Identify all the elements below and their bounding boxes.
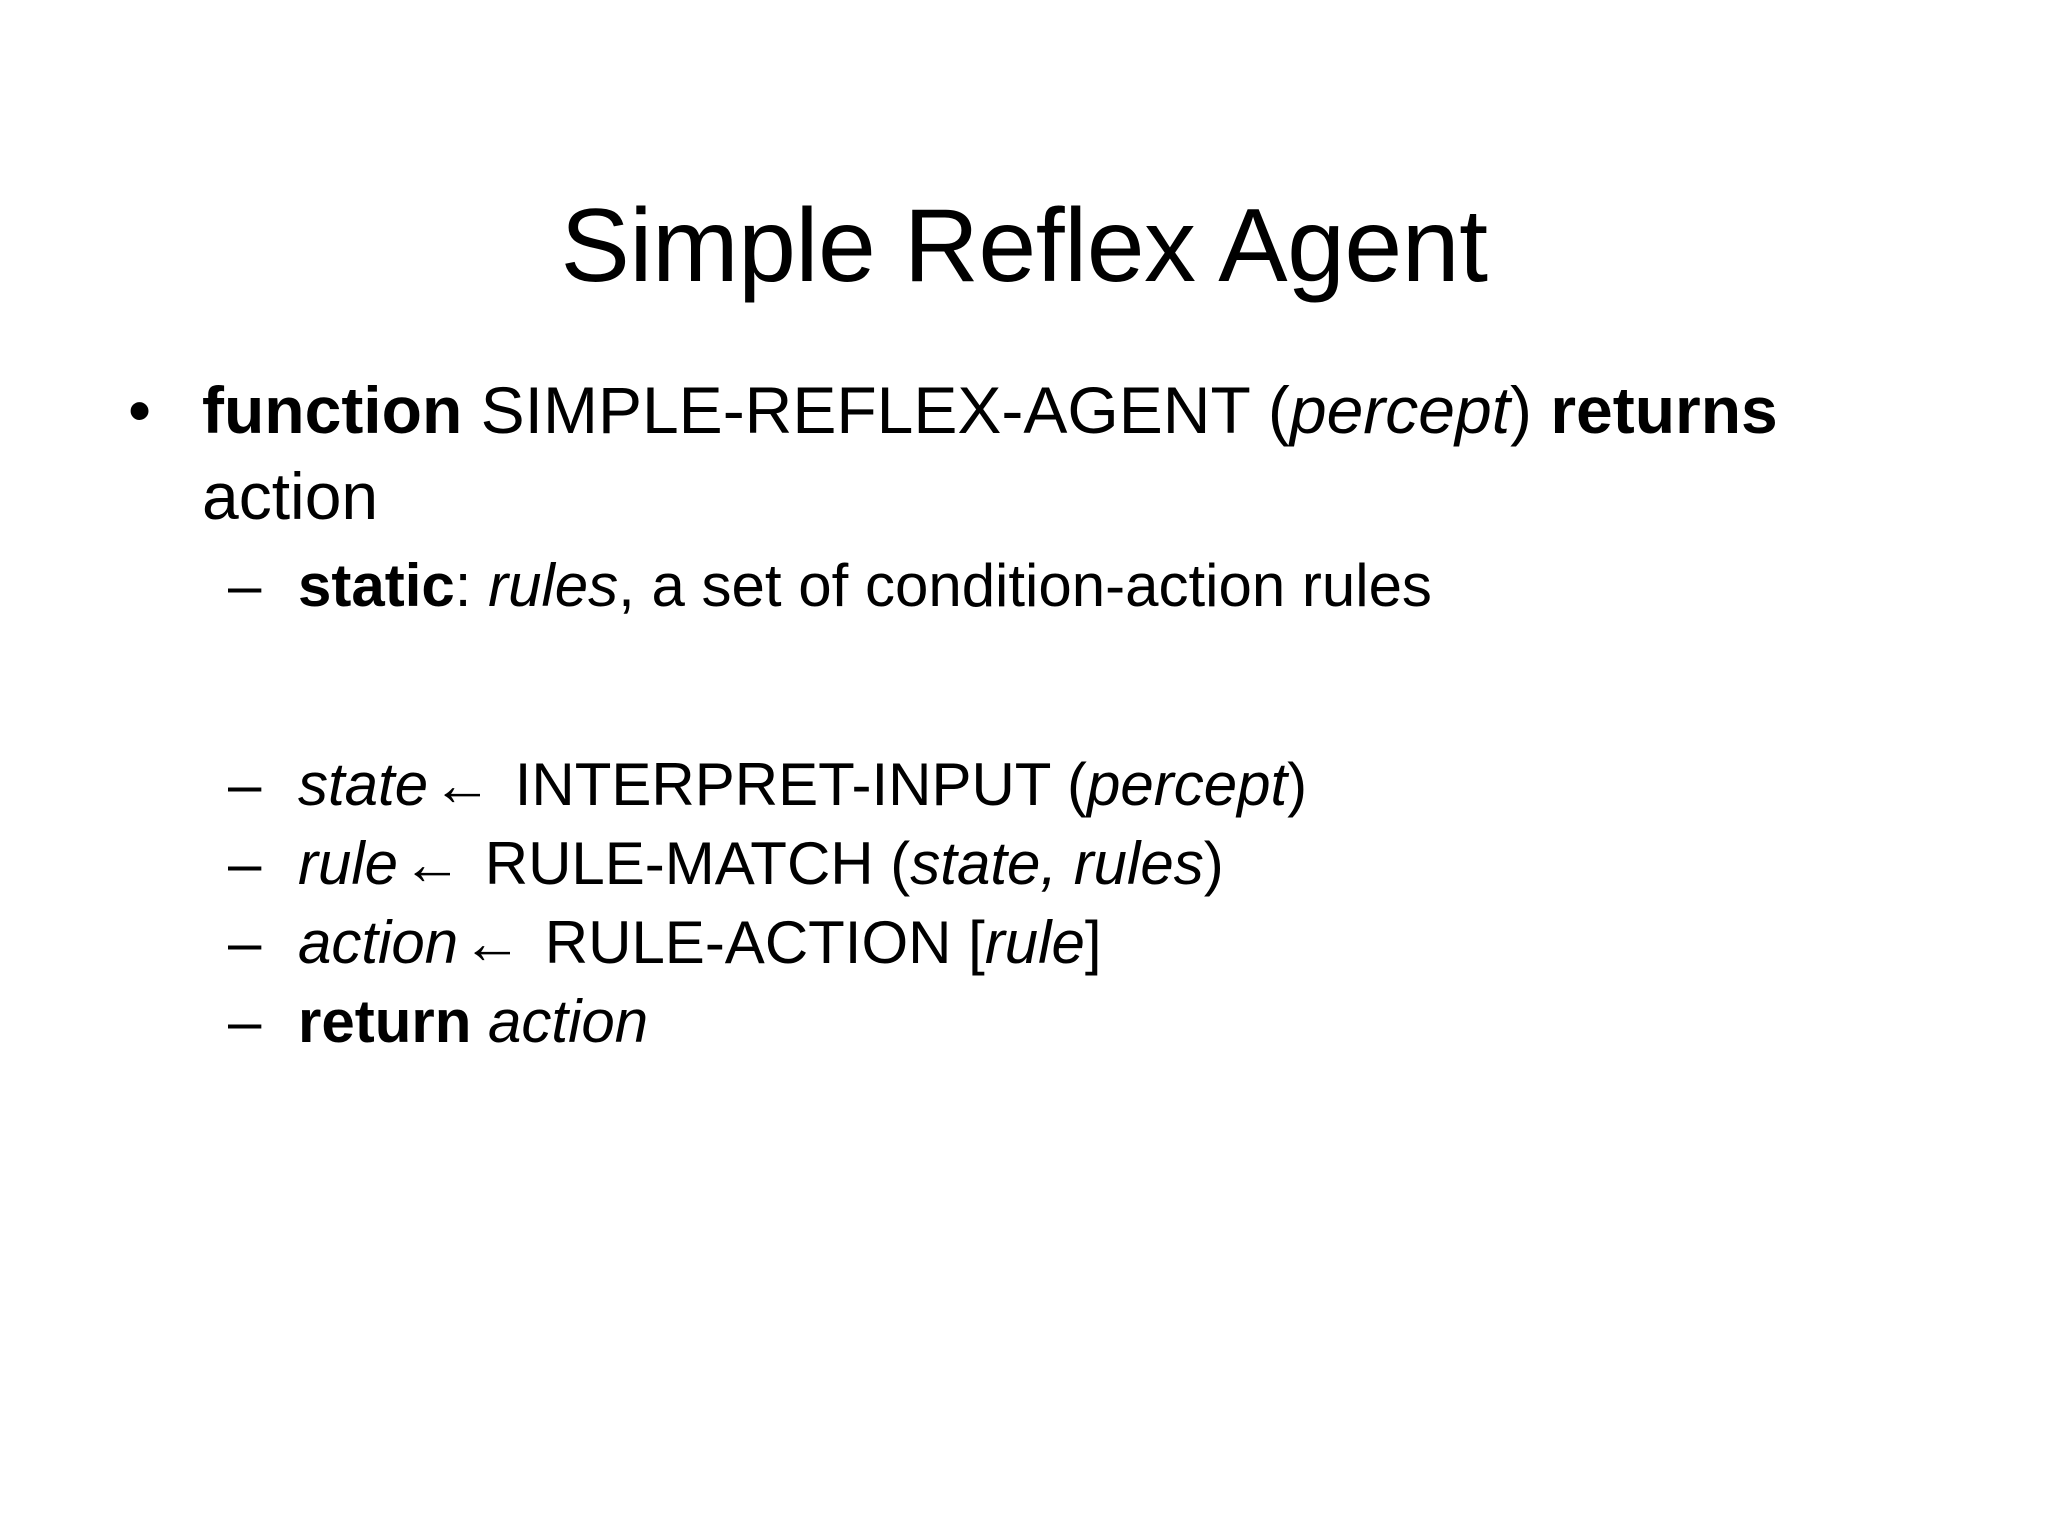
var-rule: rule: [298, 829, 399, 897]
page-title: Simple Reflex Agent: [560, 187, 1488, 304]
blank-line-spacer: [110, 625, 1940, 745]
paren-close: ): [1203, 829, 1224, 897]
var-action-returned: action: [488, 988, 649, 1056]
paren-close: ): [1287, 750, 1308, 818]
dash-bullet-icon: –: [228, 909, 262, 977]
keyword-function: function: [202, 373, 463, 447]
sub-bullet-state-assign: – state← INTERPRET-INPUT (percept): [110, 745, 1940, 824]
dash-bullet-icon: –: [228, 750, 262, 818]
dash-bullet-icon: –: [228, 551, 262, 619]
return-space: [471, 988, 488, 1055]
slide-body-outline: • function SIMPLE-REFLEX-AGENT (percept)…: [110, 368, 1940, 1062]
bracket-close: ]: [1084, 909, 1102, 977]
static-description: , a set of condition-action rules: [618, 551, 1432, 619]
call-rule-action: RULE-ACTION [: [528, 909, 985, 977]
static-colon: :: [454, 551, 489, 619]
call-rule-match: RULE-MATCH (: [468, 829, 911, 897]
param-percept: percept: [1289, 373, 1511, 447]
sub-bullet-return: – return action: [110, 982, 1940, 1061]
left-arrow-icon: ←: [402, 829, 463, 897]
dash-bullet-icon: –: [228, 988, 262, 1056]
var-action: action: [298, 909, 459, 977]
args-rule: rule: [984, 909, 1085, 977]
sub-bullet-action-assign: – action← RULE-ACTION [rule]: [110, 903, 1940, 982]
paren-close: ): [1510, 373, 1533, 447]
keyword-returns: returns: [1550, 373, 1778, 447]
keyword-static: static: [298, 551, 455, 619]
returns-value-text: action: [202, 458, 379, 533]
sub-bullet-rule-assign: – rule← RULE-MATCH (state, rules): [110, 824, 1940, 903]
dash-bullet-icon: –: [228, 829, 262, 897]
left-arrow-icon: ←: [462, 909, 523, 977]
function-name-text: SIMPLE-REFLEX-AGENT (: [462, 373, 1290, 447]
bullet-function-signature: • function SIMPLE-REFLEX-AGENT (percept)…: [110, 368, 1940, 540]
args-state-rules: state, rules: [910, 829, 1204, 897]
var-rules: rules: [488, 551, 619, 619]
var-state: state: [298, 750, 429, 818]
args-percept: percept: [1087, 750, 1288, 818]
keyword-return: return: [298, 988, 472, 1056]
left-arrow-icon: ←: [432, 750, 493, 818]
sub-bullet-static: – static: rules, a set of condition-acti…: [110, 546, 1940, 625]
round-bullet-icon: •: [128, 373, 152, 447]
call-interpret-input: INTERPRET-INPUT (: [498, 750, 1088, 818]
